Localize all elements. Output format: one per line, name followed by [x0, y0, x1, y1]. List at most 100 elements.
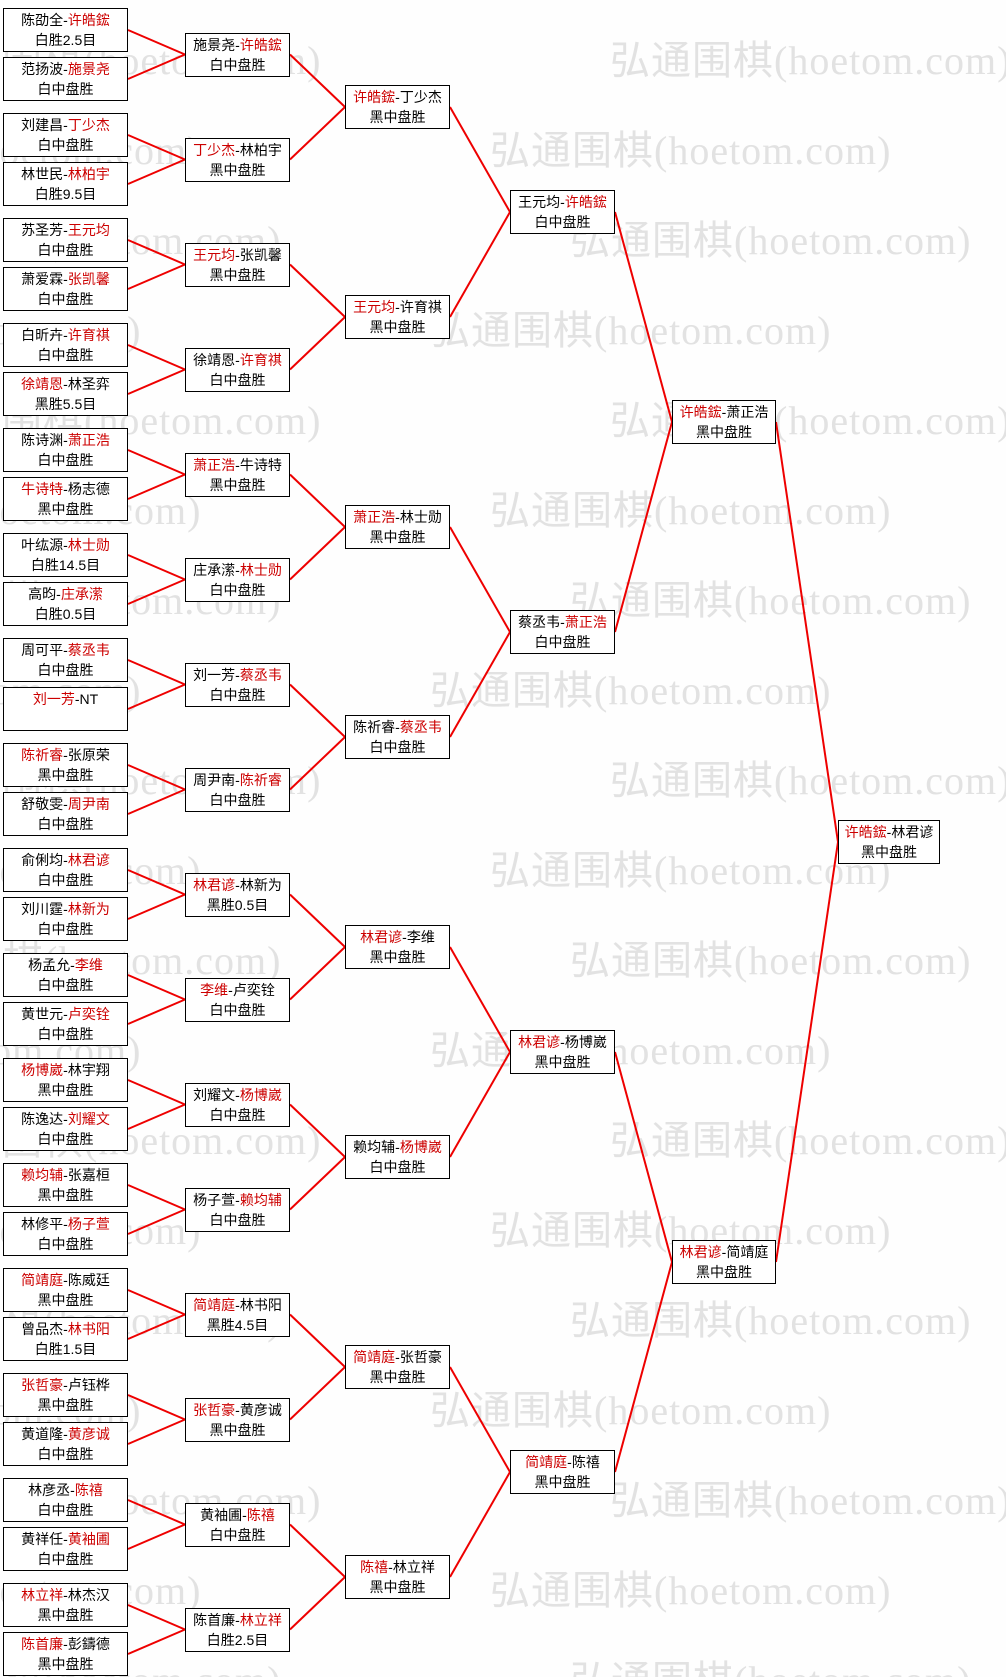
bracket-connector-line — [289, 316, 346, 371]
match-result: 白中盘胜 — [209, 372, 266, 388]
match-result: 白胜9.5目 — [34, 186, 97, 202]
player-name: 丁少杰 — [399, 89, 442, 105]
player-name: 林立祥 — [21, 1587, 64, 1603]
match-result: 黑胜0.5目 — [206, 897, 269, 913]
player-name: 萧正浩 — [67, 432, 110, 448]
player-name: 林立祥 — [239, 1612, 282, 1628]
match-players: 林君谚-李维 — [360, 927, 435, 947]
player-name: 黄道隆 — [21, 1426, 64, 1442]
match-r1-m2: 范扬波-施景尧白中盘胜 — [3, 57, 128, 101]
bracket-connector-line — [127, 1079, 186, 1106]
player-name: 王元均 — [67, 222, 110, 238]
match-players: 叶纮源-林士勋 — [21, 535, 110, 555]
bracket-connector-line — [127, 29, 186, 56]
match-players: 苏圣芳-王元均 — [21, 220, 110, 240]
player-name: 陈祈睿 — [21, 747, 64, 763]
match-players: 高昀-庄承潆 — [28, 584, 103, 604]
player-name: 林新为 — [67, 901, 110, 917]
match-result: 白中盘胜 — [209, 792, 266, 808]
bracket-connector-line — [614, 1261, 673, 1473]
player-name: 林君谚 — [193, 877, 236, 893]
player-name: 黄袖圃 — [67, 1531, 110, 1547]
bracket-connector-line — [127, 1418, 186, 1445]
bracket-connector-line — [127, 53, 186, 80]
name-separator: - — [235, 1297, 240, 1313]
match-r2-m2: 丁少杰-林柏宇黑中盘胜 — [185, 138, 290, 182]
player-name: 刘耀文 — [193, 1087, 236, 1103]
name-separator: - — [63, 12, 68, 28]
player-name: 舒敬雯 — [21, 796, 64, 812]
match-result: 白中盘胜 — [37, 1551, 94, 1567]
bracket-connector-line — [289, 1103, 346, 1158]
match-players: 刘耀文-杨博崴 — [193, 1085, 282, 1105]
name-separator: - — [235, 247, 240, 263]
bracket-connector-line — [127, 683, 186, 710]
player-name: 刘耀文 — [67, 1111, 110, 1127]
bracket-connector-line — [449, 106, 511, 213]
match-players: 许皓鋐-萧正浩 — [680, 402, 769, 422]
match-r1-m22: 陈逸达-刘耀文白中盘胜 — [3, 1107, 128, 1151]
match-result: 黑中盘胜 — [369, 319, 426, 335]
player-name: 林彦丞 — [28, 1482, 71, 1498]
player-name: 陈禧 — [74, 1482, 103, 1498]
watermark-text: 弘通围棋(hoetom.com) — [570, 578, 972, 623]
match-players: 陈首廉-彭鑄德 — [21, 1634, 110, 1654]
player-name: 简靖庭 — [525, 1454, 568, 1470]
player-name: 陈祈睿 — [353, 719, 396, 735]
bracket-connector-line — [127, 1604, 186, 1631]
watermark-text: 弘通围棋(hoetom.com) — [490, 488, 892, 533]
bracket-connector-line — [127, 263, 186, 290]
player-name: 丁少杰 — [193, 142, 236, 158]
match-players: 林君谚-杨博崴 — [518, 1032, 607, 1052]
match-r1-m4: 林世民-林柏宇白胜9.5目 — [3, 162, 128, 206]
name-separator: - — [63, 327, 68, 343]
player-name: 简靖庭 — [193, 1297, 236, 1313]
match-result: 白中盘胜 — [37, 347, 94, 363]
match-players: 徐靖恩-许育祺 — [193, 350, 282, 370]
player-name: 刘川霆 — [21, 901, 64, 917]
player-name: 许育祺 — [67, 327, 110, 343]
watermark-text: 弘通围棋(hoetom.com) — [430, 308, 832, 353]
match-r3-m6: 赖均辅-杨博崴白中盘胜 — [345, 1135, 450, 1179]
match-players: 萧正浩-林士勋 — [353, 507, 442, 527]
name-separator: - — [235, 457, 240, 473]
match-result: 黑中盘胜 — [369, 949, 426, 965]
player-name: 萧正浩 — [353, 509, 396, 525]
player-name: 林世民 — [21, 166, 64, 182]
bracket-connector-line — [127, 578, 186, 605]
player-name: 曾品杰 — [21, 1321, 64, 1337]
bracket-connector-line — [289, 893, 346, 948]
match-r3-m1: 许皓鋐-丁少杰黑中盘胜 — [345, 85, 450, 129]
bracket-connector-line — [449, 946, 511, 1053]
match-players: 王元均-许皓鋐 — [518, 192, 607, 212]
match-result: 白中盘胜 — [209, 1527, 266, 1543]
player-name: 牛诗特 — [21, 481, 64, 497]
bracket-connector-line — [289, 526, 346, 581]
bracket-connector-line — [289, 106, 346, 161]
match-r3-m3: 萧正浩-林士勋黑中盘胜 — [345, 505, 450, 549]
match-r2-m6: 庄承潆-林士勋白中盘胜 — [185, 558, 290, 602]
match-r2-m5: 萧正浩-牛诗特黑中盘胜 — [185, 453, 290, 497]
player-name: 李维 — [200, 982, 229, 998]
match-result: 黑中盘胜 — [369, 109, 426, 125]
player-name: 周可平 — [21, 642, 64, 658]
match-result: 黑胜5.5目 — [34, 396, 97, 412]
player-name: 徐靖恩 — [193, 352, 236, 368]
match-players: 徐靖恩-林圣弈 — [21, 374, 110, 394]
match-players: 林君谚-简靖庭 — [680, 1242, 769, 1262]
player-name: 林书阳 — [67, 1321, 110, 1337]
player-name: 林圣弈 — [67, 376, 110, 392]
match-result: 白中盘胜 — [209, 1107, 266, 1123]
watermark-text: 弘通围棋(hoetom.com) — [490, 1568, 892, 1613]
player-name: 陈首廉 — [193, 1612, 236, 1628]
bracket-connector-line — [449, 1366, 511, 1473]
match-r3-m8: 陈禧-林立祥黑中盘胜 — [345, 1555, 450, 1599]
match-r1-m8: 徐靖恩-林圣弈黑胜5.5目 — [3, 372, 128, 416]
player-name: 王元均 — [193, 247, 236, 263]
match-result: 白胜2.5目 — [206, 1632, 269, 1648]
bracket-connector-line — [127, 788, 186, 815]
match-r1-m19: 杨孟允-李维白中盘胜 — [3, 953, 128, 997]
player-name: 杨博崴 — [21, 1062, 64, 1078]
player-name: 俞俐均 — [21, 852, 64, 868]
